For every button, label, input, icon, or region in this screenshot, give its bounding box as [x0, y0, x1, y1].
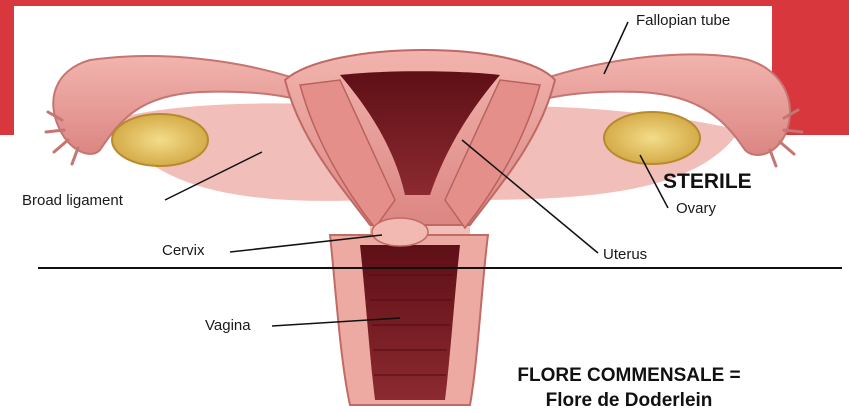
horizontal-divider-line — [38, 267, 842, 269]
annotation-sterile: STERILE — [663, 170, 752, 194]
label-fallopian-tube: Fallopian tube — [636, 12, 730, 29]
commensal-flora-line-2: Flore de Doderlein — [470, 388, 788, 413]
left-ovary — [112, 114, 208, 166]
right-ovary — [604, 112, 700, 164]
label-uterus: Uterus — [603, 246, 647, 263]
label-broad-ligament: Broad ligament — [22, 192, 123, 209]
label-vagina: Vagina — [205, 317, 251, 334]
commensal-flora-line-1: FLORE COMMENSALE = — [470, 363, 788, 388]
cervix-shape — [372, 218, 428, 246]
label-ovary: Ovary — [676, 200, 716, 217]
label-cervix: Cervix — [162, 242, 205, 259]
annotation-commensal-flora: FLORE COMMENSALE = Flore de Doderlein — [470, 363, 788, 413]
